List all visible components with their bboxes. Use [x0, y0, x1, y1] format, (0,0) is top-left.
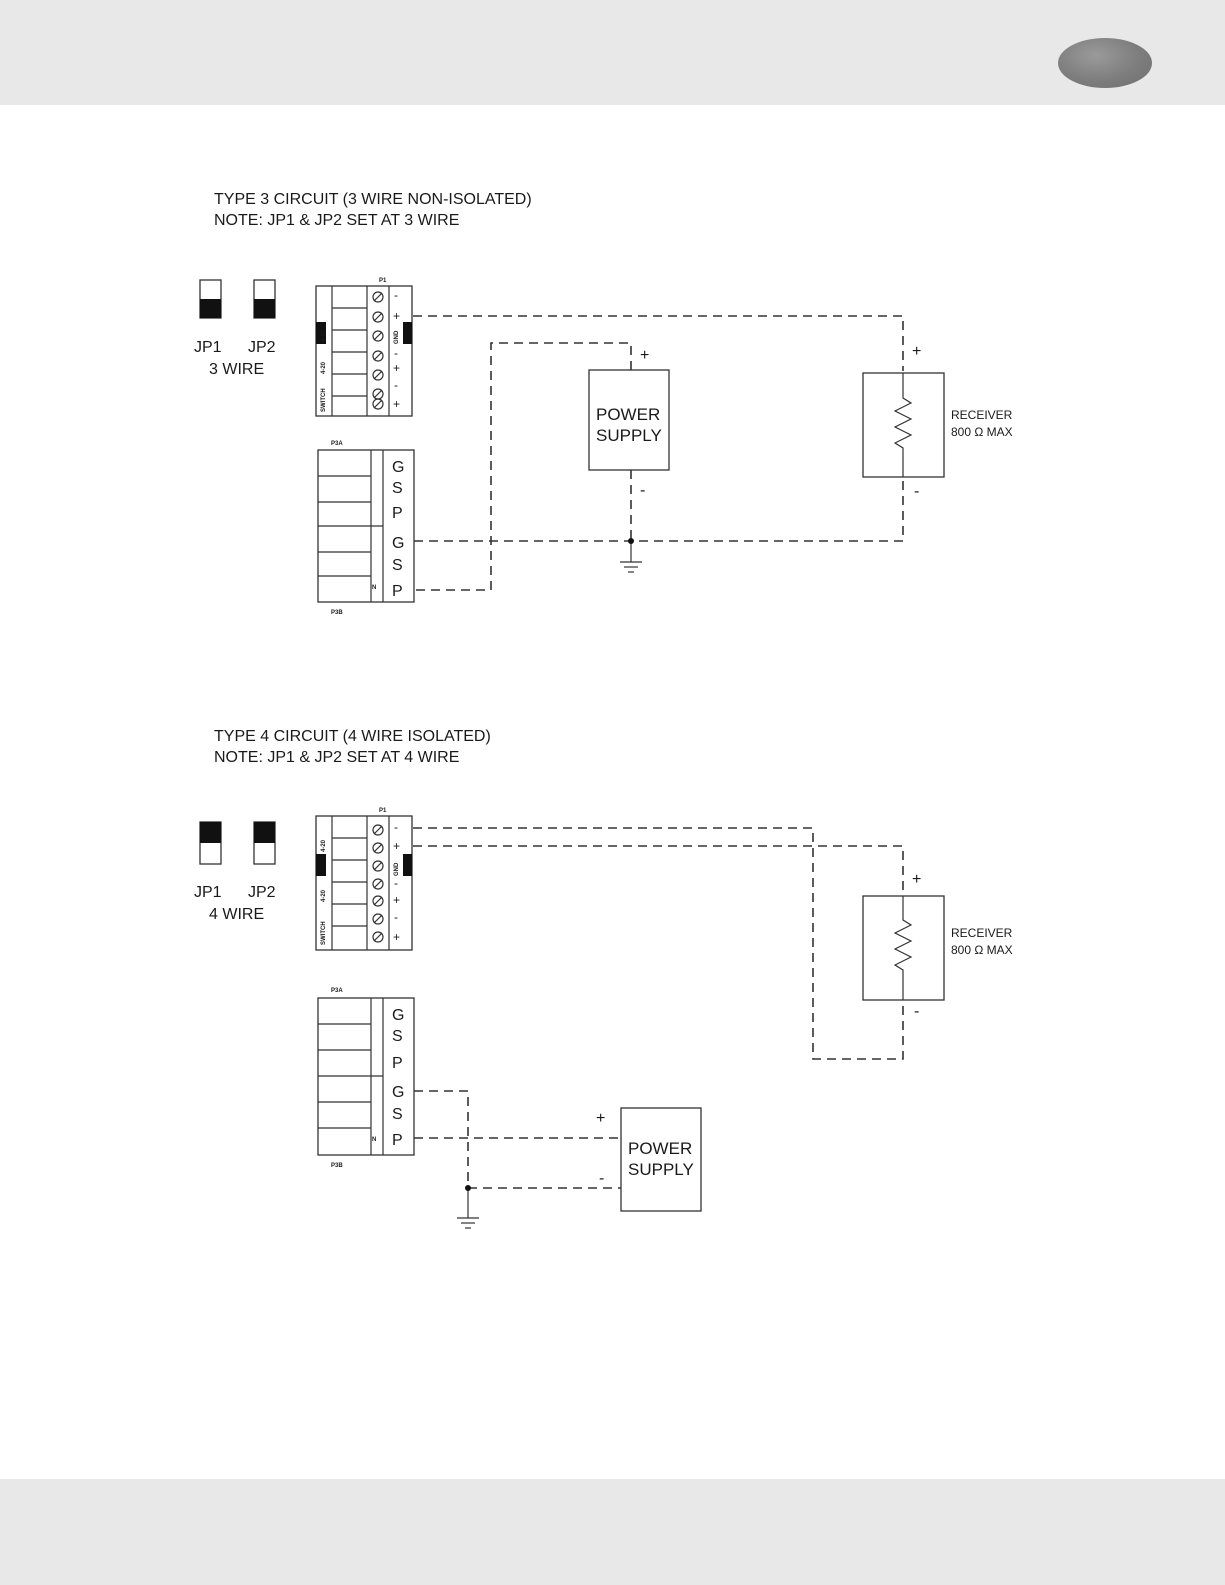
p3a-label: P3A — [331, 441, 343, 447]
power-supply-line2: SUPPLY — [628, 1160, 694, 1179]
jumper-setting: 3 WIRE — [209, 361, 264, 378]
p1-side-label: 4-20 — [321, 361, 327, 374]
receiver-label-line1: RECEIVER — [951, 408, 1013, 422]
p1-sign: + — [393, 361, 400, 375]
p1-side-label: 4-20 — [321, 329, 327, 342]
p1-sign: + — [393, 839, 400, 853]
p1-header: P1 — [379, 278, 387, 284]
terminal-block-p3: P3A N P3B G S P G S P — [317, 441, 415, 616]
p1-header: P1 — [379, 808, 387, 814]
p1-sign: - — [394, 346, 398, 360]
p3b-label: P3B — [331, 1163, 343, 1169]
p1-sign: - — [394, 378, 398, 392]
circuit-type-4: TYPE 4 CIRCUIT (4 WIRE ISOLATED) NOTE: J… — [194, 728, 1013, 1229]
p1-sign: + — [393, 893, 400, 907]
circuit-title: TYPE 4 CIRCUIT (4 WIRE ISOLATED) — [214, 728, 491, 745]
circuit-note: NOTE: JP1 & JP2 SET AT 3 WIRE — [214, 212, 459, 229]
jumper-setting: 4 WIRE — [209, 906, 264, 923]
wiring-type-3 — [413, 315, 904, 591]
p3a-label: P3A — [331, 988, 343, 994]
p3-pin: G — [392, 1084, 404, 1101]
receiver-minus: - — [914, 1003, 919, 1020]
receiver-plus: + — [912, 343, 921, 360]
p3-pin: G — [392, 459, 404, 476]
p3-pin: G — [392, 535, 404, 552]
power-supply-plus: + — [596, 1110, 605, 1127]
p3b-label: P3B — [331, 610, 343, 616]
receiver-plus: + — [912, 871, 921, 888]
jumper-jp1 — [199, 821, 222, 865]
page-header-band — [0, 0, 1225, 105]
terminal-block-p3: P3A N P3B G S P G S P — [317, 988, 415, 1169]
p1-gnd-label: GND — [394, 330, 400, 344]
p1-side-label: 4-20 — [321, 839, 327, 852]
p3-pin: S — [392, 480, 403, 497]
page-number-badge — [1058, 38, 1152, 88]
p1-sign: + — [393, 309, 400, 323]
receiver: + - RECEIVER 800 Ω MAX — [862, 343, 1013, 500]
terminal-block-p1: P1 4-20 4-20 SWITCH GND — [315, 808, 413, 951]
jumper-label-jp2: JP2 — [248, 339, 276, 356]
jumper-label-jp1: JP1 — [194, 339, 222, 356]
power-supply-minus: - — [640, 482, 645, 499]
p1-side-label: SWITCH — [321, 388, 327, 412]
p3-pin: P — [392, 1055, 403, 1072]
power-supply-minus: - — [599, 1170, 604, 1187]
p3-pin: G — [392, 1007, 404, 1024]
p1-sign: - — [394, 820, 398, 834]
terminal-block-p1: P1 4-20 4-20 SWITCH GND — [315, 278, 413, 417]
terminal-screws — [372, 824, 384, 943]
terminal-screws — [372, 291, 384, 410]
power-supply-line1: POWER — [596, 405, 660, 424]
receiver: + - RECEIVER 800 Ω MAX — [862, 871, 1013, 1020]
power-supply: POWER SUPPLY + - — [596, 1107, 702, 1212]
p3-pin: S — [392, 557, 403, 574]
power-supply: POWER SUPPLY + - — [588, 347, 670, 499]
receiver-minus: - — [914, 483, 919, 500]
ground-symbol — [457, 1217, 479, 1229]
p3-pin: S — [392, 1028, 403, 1045]
p3-pin: P — [392, 505, 403, 522]
jumper-jp2 — [253, 279, 276, 319]
p3-marker: N — [372, 585, 376, 591]
p1-sign: + — [393, 930, 400, 944]
jumper-jp2 — [253, 821, 276, 865]
circuit-type-3: TYPE 3 CIRCUIT (3 WIRE NON-ISOLATED) NOT… — [194, 191, 1013, 616]
jumper-jp1 — [199, 279, 222, 319]
wiring-type-4 — [413, 827, 904, 1218]
p3-pin: S — [392, 1106, 403, 1123]
p1-sign: - — [394, 876, 398, 890]
circuit-title: TYPE 3 CIRCUIT (3 WIRE NON-ISOLATED) — [214, 191, 532, 208]
power-supply-line1: POWER — [628, 1139, 692, 1158]
power-supply-line2: SUPPLY — [596, 426, 662, 445]
p1-sign: - — [394, 910, 398, 924]
ground-symbol — [620, 561, 642, 573]
receiver-label-line1: RECEIVER — [951, 926, 1013, 940]
page-footer-band — [0, 1479, 1225, 1585]
p1-gnd-label: GND — [394, 862, 400, 876]
receiver-label-line2: 800 Ω MAX — [951, 425, 1013, 439]
p3-marker: N — [372, 1137, 376, 1143]
p3-pin: P — [392, 583, 403, 600]
p1-sign: - — [394, 288, 398, 302]
p3-pin: P — [392, 1132, 403, 1149]
p1-side-label: 4-20 — [321, 889, 327, 902]
jumper-label-jp2: JP2 — [248, 884, 276, 901]
jumper-label-jp1: JP1 — [194, 884, 222, 901]
power-supply-plus: + — [640, 347, 649, 364]
receiver-label-line2: 800 Ω MAX — [951, 943, 1013, 957]
circuit-note: NOTE: JP1 & JP2 SET AT 4 WIRE — [214, 749, 459, 766]
p1-sign: + — [393, 397, 400, 411]
p1-side-label: SWITCH — [321, 921, 327, 945]
